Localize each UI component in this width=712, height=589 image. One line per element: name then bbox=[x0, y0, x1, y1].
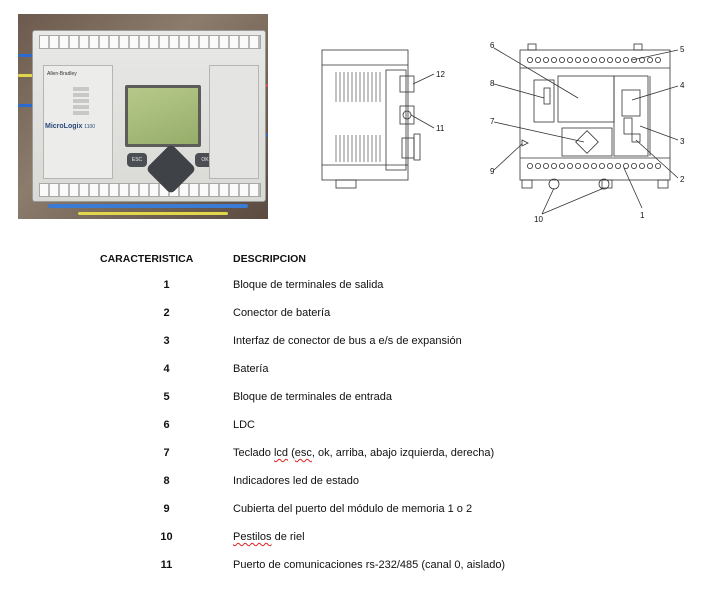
esc-key[interactable]: ESC bbox=[127, 153, 147, 167]
front-view-diagram: 6 8 7 9 10 5 4 3 2 1 bbox=[490, 41, 685, 224]
lcd-screen bbox=[125, 85, 201, 147]
callout-3: 3 bbox=[680, 137, 685, 146]
input-terminal-strip bbox=[39, 35, 261, 49]
feature-description: Conector de batería bbox=[233, 307, 331, 319]
brand-label: Allen-Bradley bbox=[47, 71, 77, 77]
feature-description: Pestilos de riel bbox=[233, 531, 305, 543]
feature-description: Indicadores led de estado bbox=[233, 475, 359, 487]
callout-2: 2 bbox=[680, 175, 685, 184]
table-row: 8 Indicadores led de estado bbox=[100, 467, 505, 495]
feature-description: Puerto de comunicaciones rs-232/485 (can… bbox=[233, 559, 506, 571]
callout-10: 10 bbox=[534, 215, 543, 224]
callout-4: 4 bbox=[680, 81, 685, 90]
status-leds bbox=[73, 87, 89, 117]
feature-number: 5 bbox=[163, 391, 170, 403]
header-caracteristica: CARACTERISTICA bbox=[100, 253, 194, 265]
callout-9: 9 bbox=[490, 167, 495, 176]
callout-5: 5 bbox=[680, 45, 685, 54]
model-label: MicroLogix 1100 bbox=[45, 123, 96, 130]
table-row: 7 Teclado lcd (esc, ok, arriba, abajo iz… bbox=[100, 439, 505, 467]
table-row: 1 Bloque de terminales de salida bbox=[100, 271, 505, 299]
callout-6: 6 bbox=[490, 41, 495, 50]
table-row: 9 Cubierta del puerto del módulo de memo… bbox=[100, 495, 505, 523]
plc-left-panel bbox=[43, 65, 113, 179]
feature-description: Bloque de terminales de entrada bbox=[233, 391, 392, 403]
table-row: 3 Interfaz de conector de bus a e/s de e… bbox=[100, 327, 505, 355]
table-row: 2 Conector de batería bbox=[100, 299, 505, 327]
feature-description: Bloque de terminales de salida bbox=[233, 279, 384, 291]
feature-number: 6 bbox=[163, 419, 170, 431]
feature-number: 2 bbox=[163, 307, 170, 319]
table-header-row: CARACTERISTICA DESCRIPCION bbox=[100, 247, 505, 271]
callout-8: 8 bbox=[490, 79, 495, 88]
feature-number: 10 bbox=[160, 531, 173, 543]
table-row: 4 Batería bbox=[100, 355, 505, 383]
feature-number: 4 bbox=[163, 363, 170, 375]
table-row: 10 Pestilos de riel bbox=[100, 523, 505, 551]
output-terminal-strip bbox=[39, 183, 261, 197]
table-row: 5 Bloque de terminales de entrada bbox=[100, 383, 505, 411]
callout-12: 12 bbox=[436, 70, 445, 79]
feature-description: Cubierta del puerto del módulo de memori… bbox=[233, 503, 473, 515]
feature-description: Batería bbox=[233, 363, 269, 375]
plc-photo: Allen-Bradley MicroLogix 1100 ESC OK bbox=[18, 14, 268, 219]
plc-device: Allen-Bradley MicroLogix 1100 ESC OK bbox=[32, 30, 266, 202]
header-descripcion: DESCRIPCION bbox=[233, 253, 306, 265]
callout-11: 11 bbox=[436, 124, 445, 133]
feature-description: LDC bbox=[233, 419, 256, 431]
callout-1: 1 bbox=[640, 211, 645, 220]
feature-description: Interfaz de conector de bus a e/s de exp… bbox=[233, 335, 462, 347]
feature-number: 3 bbox=[163, 335, 170, 347]
features-table: CARACTERISTICA DESCRIPCION 1 Bloque de t… bbox=[100, 247, 505, 579]
feature-number: 8 bbox=[163, 475, 170, 487]
table-row: 6 LDC bbox=[100, 411, 505, 439]
callout-7: 7 bbox=[490, 117, 495, 126]
feature-number: 7 bbox=[163, 447, 170, 459]
feature-description: Teclado lcd (esc, ok, arriba, abajo izqu… bbox=[233, 447, 495, 459]
feature-number: 9 bbox=[163, 503, 170, 515]
feature-number: 11 bbox=[160, 559, 173, 571]
table-row: 11 Puerto de comunicaciones rs-232/485 (… bbox=[100, 551, 505, 579]
plc-right-panel bbox=[209, 65, 259, 179]
side-view-diagram: 12 11 bbox=[321, 49, 445, 189]
feature-number: 1 bbox=[163, 279, 170, 291]
